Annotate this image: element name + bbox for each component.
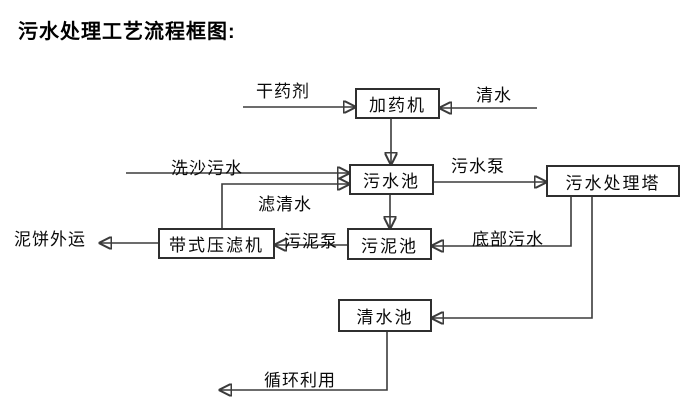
edge-label-sludge-pump: 污泥泵: [284, 232, 338, 251]
node-belt-filter-press: 带式压滤机: [158, 228, 275, 259]
arrow-recycling: [220, 332, 388, 390]
edge-label-sand-washing-sewage: 洗沙污水: [171, 159, 243, 178]
node-dosing-machine: 加药机: [355, 88, 440, 119]
arrow-treatment-tower-to-clean-water-pool: [432, 197, 593, 318]
arrow-filtered-water-to-sewage-pool: [221, 184, 349, 228]
edge-label-bottom-sewage: 底部污水: [472, 230, 544, 249]
node-sewage-pool: 污水池: [349, 164, 434, 195]
edge-label-mud-cake-outbound: 泥饼外运: [14, 230, 86, 249]
arrow-bottom-sewage-to-sludge-pool: [432, 197, 572, 246]
edge-label-sewage-pump: 污水泵: [451, 157, 505, 176]
edge-label-filtered-water: 滤清水: [258, 195, 312, 214]
node-treatment-tower: 污水处理塔: [546, 165, 680, 197]
node-sludge-pool: 污泥池: [347, 228, 432, 260]
page-title: 污水处理工艺流程框图:: [18, 21, 236, 43]
edge-label-clean-water: 清水: [476, 86, 512, 105]
edge-label-dry-chemical: 干药剂: [256, 82, 310, 101]
node-clean-water-pool: 清水池: [338, 299, 432, 332]
edge-label-recycling: 循环利用: [264, 371, 336, 390]
